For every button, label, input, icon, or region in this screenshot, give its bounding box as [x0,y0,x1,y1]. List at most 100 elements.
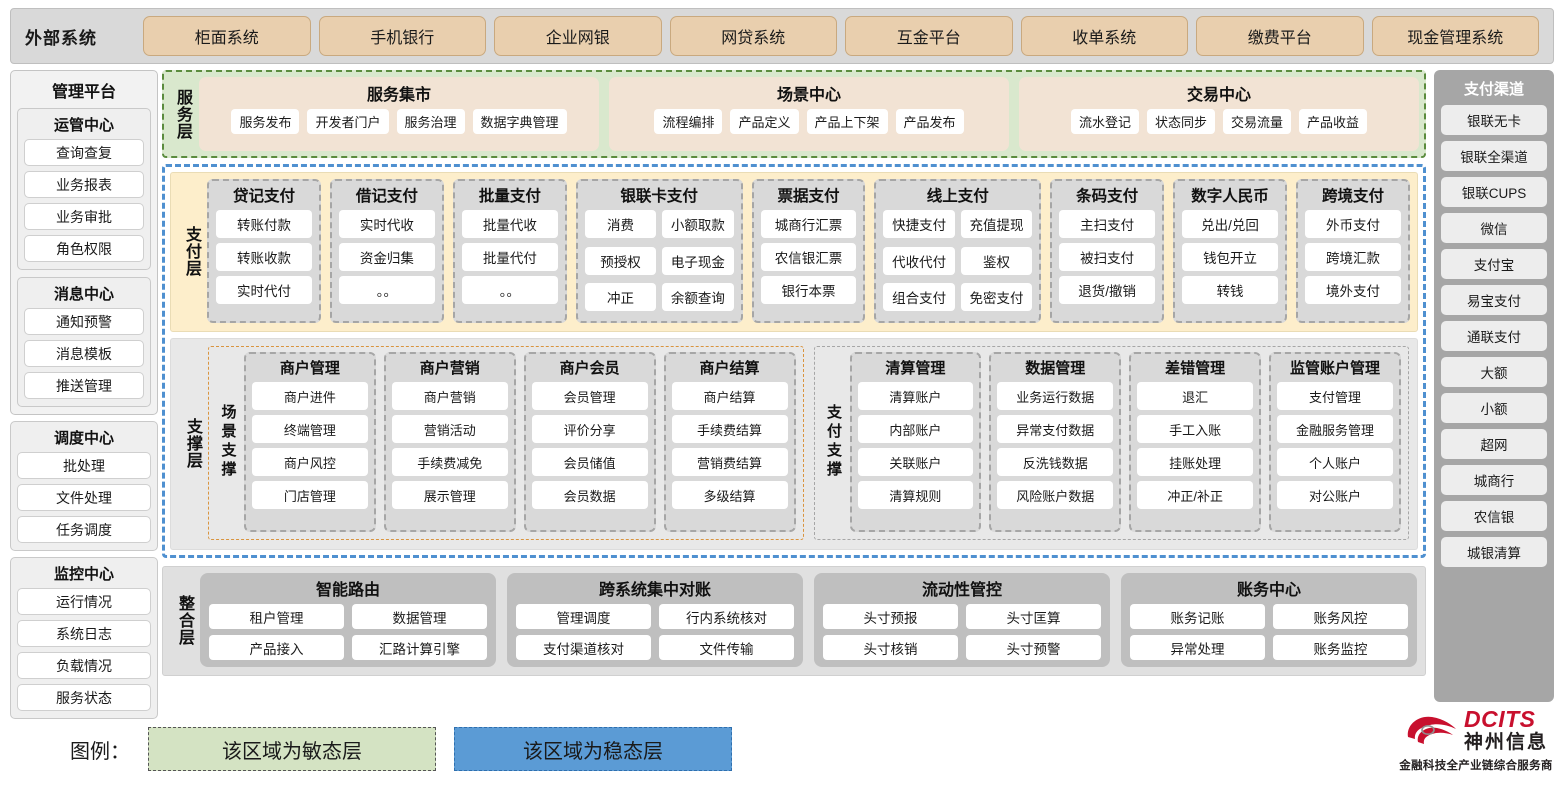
sidebar-item[interactable]: 业务报表 [24,171,144,198]
payment-item[interactable]: 城商行汇票 [760,210,857,238]
payment-item[interactable]: 充值提现 [960,210,1033,238]
support-item[interactable]: 手工入账 [1137,415,1254,443]
support-item[interactable]: 手续费结算 [671,415,788,443]
sidebar-item[interactable]: 推送管理 [24,372,144,399]
sidebar-item[interactable]: 消息模板 [24,340,144,367]
payment-item[interactable]: 批量代收 [461,210,558,238]
support-item[interactable]: 个人账户 [1277,448,1393,476]
integration-item[interactable]: 异常处理 [1130,635,1265,660]
payment-item[interactable]: 鉴权 [960,246,1033,275]
payment-item[interactable]: 转钱 [1182,276,1279,304]
payment-item[interactable]: 实时代付 [216,276,312,304]
payment-item[interactable]: 钱包开立 [1182,243,1279,271]
payment-item[interactable]: 组合支付 [883,283,955,312]
payment-item[interactable]: 退货/撤销 [1059,276,1156,304]
service-item[interactable]: 流程编排 [654,109,723,134]
support-item[interactable]: 退汇 [1137,382,1254,410]
external-system-chip[interactable]: 收单系统 [1020,16,1188,56]
sidebar-item[interactable]: 负载情况 [17,652,151,679]
support-item[interactable]: 关联账户 [857,448,974,476]
payment-item[interactable]: 电子现金 [662,246,734,275]
integration-item[interactable]: 账务风控 [1273,604,1408,629]
integration-item[interactable]: 头寸预警 [966,635,1101,660]
service-item[interactable]: 产品发布 [895,109,964,134]
support-item[interactable]: 挂账处理 [1137,448,1254,476]
support-item[interactable]: 商户结算 [671,382,788,410]
sidebar-item[interactable]: 业务审批 [24,203,144,230]
payment-item[interactable]: 冲正 [584,283,657,312]
support-item[interactable]: 异常支付数据 [997,415,1114,443]
payment-item[interactable]: 免密支付 [960,283,1033,312]
support-item[interactable]: 会员数据 [531,481,648,509]
support-item[interactable]: 多级结算 [671,481,788,509]
payment-channel-item[interactable]: 支付宝 [1441,249,1547,279]
payment-channel-item[interactable]: 银联全渠道 [1441,141,1547,171]
sidebar-item[interactable]: 服务状态 [17,684,151,711]
sidebar-item[interactable]: 文件处理 [17,484,151,511]
support-item[interactable]: 终端管理 [252,415,368,443]
support-item[interactable]: 营销费结算 [671,448,788,476]
payment-item[interactable]: 资金归集 [338,243,435,271]
payment-channel-item[interactable]: 微信 [1441,213,1547,243]
payment-item[interactable]: 农信银汇票 [760,243,857,271]
payment-item[interactable]: 。。 [461,276,558,304]
service-item[interactable]: 产品上下架 [806,109,888,134]
payment-item[interactable]: 被扫支付 [1059,243,1156,271]
external-system-chip[interactable]: 手机银行 [318,16,486,56]
integration-item[interactable]: 头寸核销 [823,635,958,660]
payment-item[interactable]: 批量代付 [461,243,558,271]
support-item[interactable]: 会员管理 [531,382,648,410]
payment-item[interactable]: 兑出/兑回 [1182,210,1279,238]
payment-item[interactable]: 实时代收 [338,210,435,238]
payment-item[interactable]: 代收代付 [883,246,955,275]
service-item[interactable]: 产品收益 [1299,109,1368,134]
sidebar-item[interactable]: 任务调度 [17,516,151,543]
support-item[interactable]: 风险账户数据 [997,481,1114,509]
support-item[interactable]: 评价分享 [531,415,648,443]
sidebar-item[interactable]: 运行情况 [17,588,151,615]
support-item[interactable]: 冲正/补正 [1137,481,1254,509]
service-item[interactable]: 服务发布 [231,109,300,134]
payment-item[interactable]: 境外支付 [1305,276,1401,304]
external-system-chip[interactable]: 柜面系统 [143,16,311,56]
payment-channel-item[interactable]: 小额 [1441,393,1547,423]
external-system-chip[interactable]: 企业网银 [494,16,662,56]
service-item[interactable]: 服务治理 [396,109,465,134]
integration-item[interactable]: 账务监控 [1273,635,1408,660]
payment-channel-item[interactable]: 城银清算 [1441,537,1547,567]
payment-item[interactable]: 。。 [338,276,435,304]
integration-item[interactable]: 产品接入 [209,635,344,660]
payment-item[interactable]: 消费 [584,210,657,238]
service-item[interactable]: 开发者门户 [307,109,389,134]
integration-item[interactable]: 文件传输 [659,635,794,660]
service-item[interactable]: 产品定义 [730,109,799,134]
payment-channel-item[interactable]: 银联无卡 [1441,105,1547,135]
support-item[interactable]: 反洗钱数据 [997,448,1114,476]
service-item[interactable]: 状态同步 [1146,109,1215,134]
integration-item[interactable]: 头寸预报 [823,604,958,629]
support-item[interactable]: 业务运行数据 [997,382,1114,410]
sidebar-item[interactable]: 通知预警 [24,308,144,335]
external-system-chip[interactable]: 网贷系统 [669,16,837,56]
payment-channel-item[interactable]: 超网 [1441,429,1547,459]
integration-item[interactable]: 数据管理 [352,604,487,629]
payment-item[interactable]: 转账收款 [216,243,312,271]
support-item[interactable]: 内部账户 [857,415,974,443]
payment-item[interactable]: 预授权 [584,246,657,275]
payment-channel-item[interactable]: 易宝支付 [1441,285,1547,315]
support-item[interactable]: 支付管理 [1277,382,1393,410]
external-system-chip[interactable]: 缴费平台 [1196,16,1364,56]
sidebar-item[interactable]: 角色权限 [24,235,144,262]
support-item[interactable]: 门店管理 [252,481,368,509]
payment-item[interactable]: 外币支付 [1305,210,1401,238]
payment-item[interactable]: 主扫支付 [1059,210,1156,238]
support-item[interactable]: 手续费减免 [391,448,508,476]
payment-item[interactable]: 小额取款 [662,210,734,238]
integration-item[interactable]: 行内系统核对 [659,604,794,629]
integration-item[interactable]: 支付渠道核对 [516,635,651,660]
payment-channel-item[interactable]: 农信银 [1441,501,1547,531]
payment-item[interactable]: 余额查询 [662,283,734,312]
payment-channel-item[interactable]: 城商行 [1441,465,1547,495]
payment-item[interactable]: 银行本票 [760,276,857,304]
support-item[interactable]: 商户风控 [252,448,368,476]
